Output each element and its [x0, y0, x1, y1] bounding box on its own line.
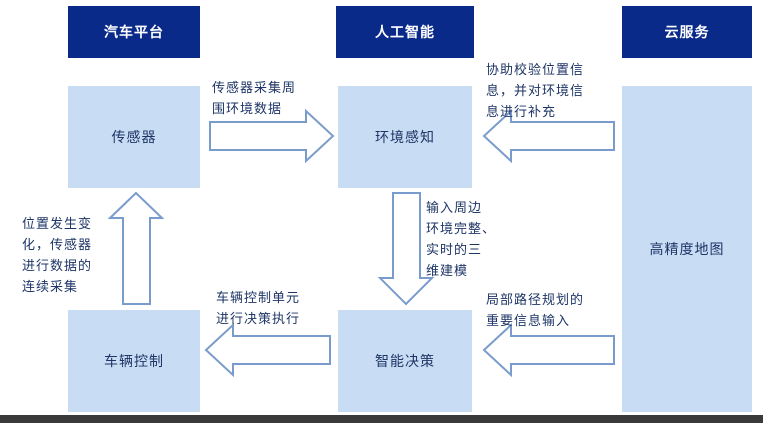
header-ai: 人工智能 [336, 6, 474, 58]
sensor-box: 传感器 [68, 86, 200, 188]
arrow-cloud-to-env [482, 108, 615, 164]
note-cloud-to-decision: 局部路径规划的 重要信息输入 [486, 293, 585, 329]
vehicle-control-box: 车辆控制 [68, 310, 200, 412]
header-vehicle-platform: 汽车平台 [68, 6, 200, 58]
arrow-control-to-sensor [107, 191, 165, 305]
note-cloud-to-env: 协助校验位置信 息，并对环境信 息进行补充 [486, 63, 585, 120]
arrow-env-to-decision [377, 192, 435, 306]
note-control-to-sensor: 位置发生变 化，传感器 进行数据的 连续采集 [22, 217, 93, 295]
arrow-cloud-to-decision [482, 322, 615, 378]
note-sensor-to-env: 传感器采集周 围环境数据 [212, 81, 297, 117]
arrow-decision-to-control [204, 322, 331, 378]
arrow-sensor-to-env [209, 108, 335, 164]
bottom-border [0, 415, 763, 423]
note-decision-to-control: 车辆控制单元 进行决策执行 [216, 291, 301, 327]
smart-decision-box: 智能决策 [338, 310, 472, 412]
note-env-to-decision: 输入周边 环境完整、 实时的三 维建模 [426, 201, 497, 279]
env-perception-box: 环境感知 [338, 86, 472, 188]
header-cloud-service: 云服务 [622, 6, 752, 58]
hd-map-box: 高精度地图 [622, 86, 752, 412]
